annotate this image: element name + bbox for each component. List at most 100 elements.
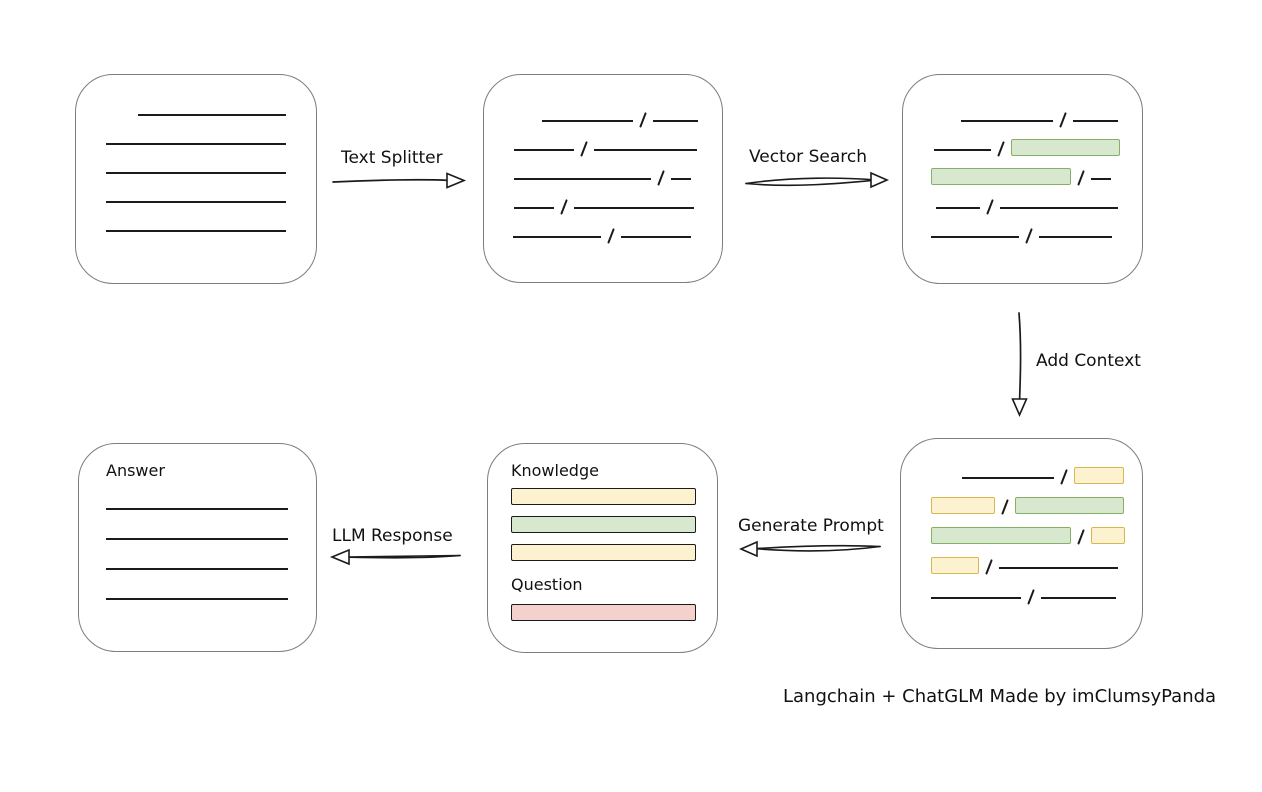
text-line — [594, 149, 698, 151]
green-highlight-chunk — [1011, 139, 1121, 156]
text-line — [106, 201, 286, 203]
text-line — [106, 538, 288, 540]
yellow-highlight-chunk — [1074, 467, 1125, 484]
text-line — [106, 143, 286, 145]
vector-search-label: Vector Search — [749, 147, 867, 167]
slash-separator — [997, 141, 1005, 157]
text-line — [514, 149, 574, 151]
fragment-row — [901, 515, 1142, 545]
vector-matches-node — [902, 74, 1143, 284]
split-chunks-node — [483, 74, 723, 283]
text-line — [1073, 120, 1119, 122]
text-line — [106, 598, 288, 600]
green-highlight-chunk — [931, 168, 1071, 185]
yellow-highlight-chunk — [1091, 527, 1126, 544]
question-title: Question — [511, 575, 583, 594]
fragment-row — [903, 157, 1142, 186]
text-line — [513, 236, 601, 238]
add-context-arrow — [1011, 312, 1028, 417]
slash-separator — [985, 559, 993, 575]
fragment-row — [106, 546, 290, 576]
fragment-row — [901, 575, 1142, 605]
yellow-bar — [511, 488, 696, 505]
fragment-row — [106, 576, 290, 606]
text-line — [962, 477, 1054, 479]
question-bars — [511, 604, 696, 621]
slash-separator — [1025, 228, 1033, 244]
fragment-row — [484, 186, 722, 215]
green-highlight-chunk — [1015, 497, 1125, 514]
fragment-row — [903, 186, 1142, 215]
text-line — [514, 178, 651, 180]
fragment-row — [903, 128, 1142, 157]
green-highlight-chunk — [931, 527, 1071, 544]
fragment-row — [76, 180, 316, 209]
fragment-row — [484, 128, 722, 157]
vector-search-arrow — [745, 171, 889, 189]
document-lines — [76, 93, 316, 238]
llm-response-arrow — [329, 548, 461, 566]
text-line — [653, 120, 699, 122]
text-line — [1091, 178, 1112, 180]
knowledge-bars — [511, 488, 696, 561]
text-splitter-label: Text Splitter — [341, 148, 443, 168]
diagram-caption: Langchain + ChatGLM Made by imClumsyPand… — [783, 686, 1217, 707]
answer-title: Answer — [106, 461, 165, 480]
text-line — [106, 230, 286, 232]
context-node — [900, 438, 1143, 649]
fragment-row — [901, 455, 1142, 485]
slash-separator — [657, 170, 665, 186]
text-line — [934, 149, 991, 151]
prompt-node: Knowledge Question — [487, 443, 718, 653]
fragment-row — [484, 215, 722, 244]
text-line — [542, 120, 633, 122]
prompt-content: Knowledge Question — [511, 461, 696, 632]
slash-separator — [560, 199, 568, 215]
fragment-row — [903, 99, 1142, 128]
generate-prompt-label: Generate Prompt — [738, 516, 884, 536]
knowledge-title: Knowledge — [511, 461, 599, 480]
arrowhead-down-icon — [1011, 398, 1028, 417]
llm-response-label: LLM Response — [332, 526, 453, 546]
text-line — [671, 178, 692, 180]
text-line — [106, 508, 288, 510]
fragment-row — [903, 215, 1142, 244]
chunk-lines — [484, 99, 722, 244]
text-line — [514, 207, 554, 209]
fragment-row — [901, 485, 1142, 515]
green-bar — [511, 516, 696, 533]
slash-separator — [580, 141, 588, 157]
slash-separator — [1027, 589, 1035, 605]
slash-separator — [1077, 170, 1085, 186]
answer-content: Answer — [106, 461, 290, 606]
add-context-label: Add Context — [1036, 351, 1141, 371]
text-splitter-arrow — [332, 172, 467, 189]
vector-match-lines — [903, 99, 1142, 244]
fragment-row — [106, 516, 290, 546]
arrowhead-right-icon — [446, 172, 467, 189]
yellow-highlight-chunk — [931, 497, 995, 514]
arrowhead-left-icon — [329, 548, 350, 566]
answer-lines — [106, 486, 290, 606]
slash-separator — [639, 112, 647, 128]
slash-separator — [1077, 529, 1085, 545]
text-line — [574, 207, 695, 209]
text-line — [931, 597, 1021, 599]
fragment-row — [76, 122, 316, 151]
yellow-highlight-chunk — [931, 557, 979, 574]
slash-separator — [1060, 469, 1068, 485]
text-line — [1000, 207, 1119, 209]
text-line — [961, 120, 1053, 122]
text-line — [999, 567, 1119, 569]
arrowhead-right-icon — [870, 171, 889, 189]
context-lines — [901, 455, 1142, 605]
slash-separator — [1001, 499, 1009, 515]
arrowhead-left-icon — [739, 540, 758, 558]
answer-node: Answer — [78, 443, 317, 652]
text-line — [1041, 597, 1117, 599]
fragment-row — [76, 151, 316, 180]
text-line — [621, 236, 692, 238]
fragment-row — [484, 99, 722, 128]
red-bar — [511, 604, 696, 621]
